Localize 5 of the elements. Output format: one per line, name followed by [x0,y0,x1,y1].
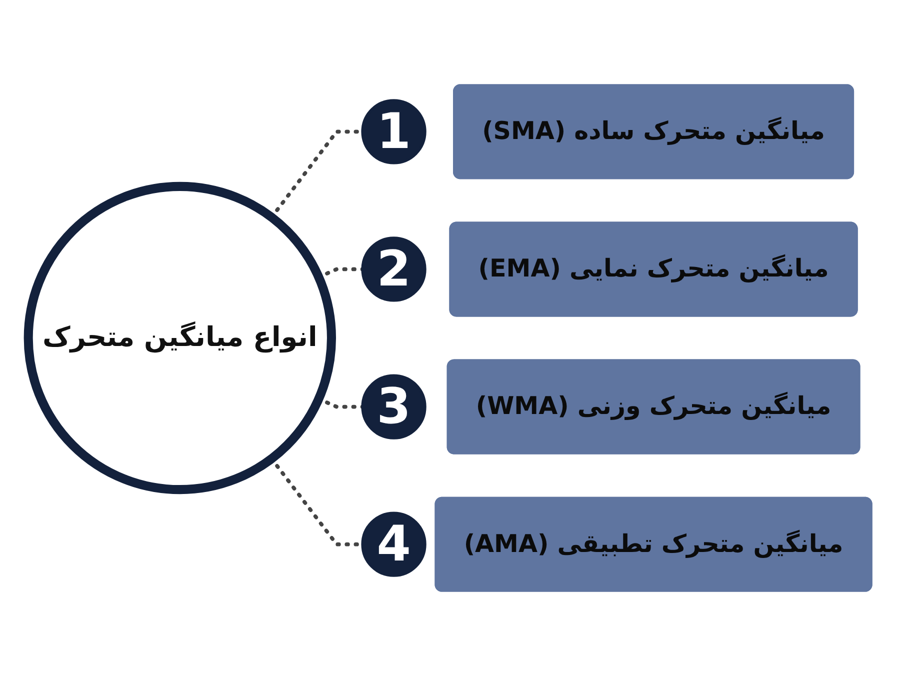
node-circle: 4 [361,511,426,576]
node-circle: 1 [361,98,426,164]
node-circle: 3 [361,374,426,439]
node-circle: 2 [361,236,426,302]
node-circle: انواع میانگین متحرک [24,181,336,494]
